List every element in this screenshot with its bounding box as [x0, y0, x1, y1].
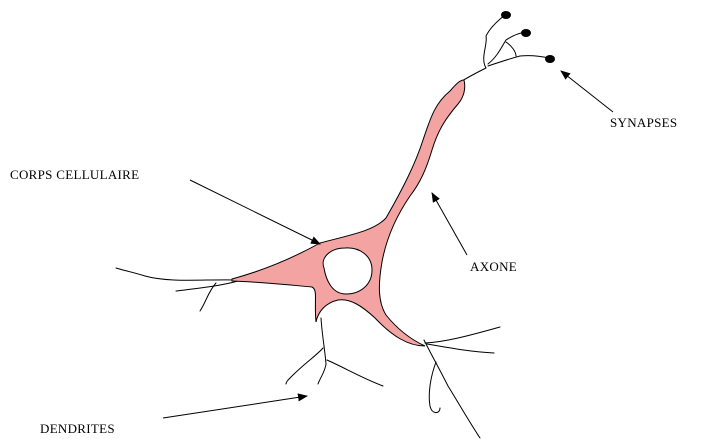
arrow-synapses: [561, 71, 613, 112]
label-synapses: SYNAPSES: [610, 115, 677, 130]
terminal-branch-1: [484, 15, 505, 68]
terminal-branch-2: [488, 32, 526, 64]
arrow-cell-body: [190, 180, 320, 244]
dendrite-lower-right-main: [424, 340, 480, 438]
dendrite-right-up: [425, 327, 500, 343]
dendrite-bottom-main: [318, 318, 326, 384]
neuron-shape: [232, 80, 465, 346]
dendrites: [116, 268, 500, 438]
dendrite-bottom-right: [327, 360, 383, 386]
arrow-axon: [432, 193, 467, 255]
terminal-branch-3: [488, 56, 549, 66]
synapse-bulb-2: [521, 29, 531, 37]
axon-terminals: [462, 11, 555, 81]
label-axon: AXONE: [470, 259, 517, 274]
dendrite-left-upper: [116, 268, 238, 280]
arrow-dendrites: [163, 396, 307, 418]
synapse-bulb-1: [501, 11, 511, 19]
pointer-arrows: [163, 71, 613, 418]
dendrite-right-mid: [427, 344, 494, 353]
synapse-bulb-3: [545, 55, 555, 63]
label-cell-body: CORPS CELLULAIRE: [10, 167, 139, 182]
cell-body-and-axon: [232, 80, 465, 346]
dendrite-lower-right-curl: [429, 362, 440, 413]
label-dendrites: DENDRITES: [40, 421, 115, 436]
dendrite-bottom-left: [286, 348, 323, 384]
terminal-branch-4: [506, 42, 516, 56]
dendrite-left-lower: [176, 281, 238, 291]
terminal-stem: [462, 68, 486, 81]
